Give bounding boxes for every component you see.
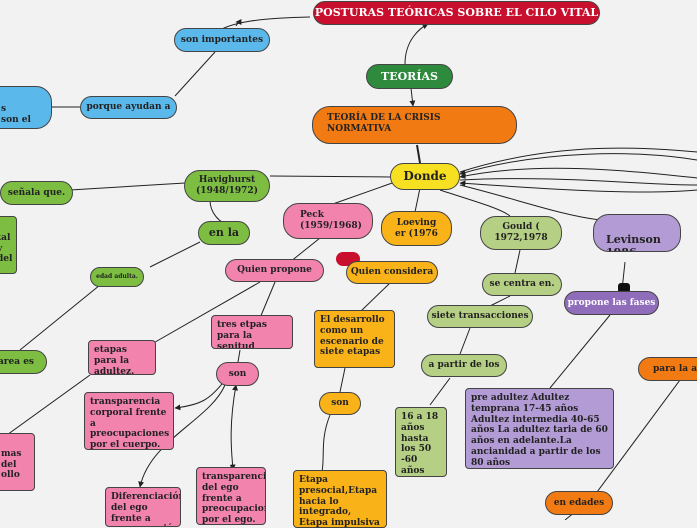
mas-del-text: mas del ollo: [1, 448, 22, 481]
havighurst-node[interactable]: Havighurst (1948/1972): [184, 170, 270, 202]
en-edades-node[interactable]: en edades: [545, 491, 613, 515]
quien-considera-node[interactable]: Quien considera: [346, 261, 438, 284]
edades-16-node[interactable]: 16 a 18 años hasta los 50 -60 años: [395, 407, 447, 477]
gould-node[interactable]: Gould ( 1972,1978: [480, 216, 562, 250]
peck-node[interactable]: Peck (1959/1968): [283, 203, 373, 239]
left-green-box[interactable]: tal y del: [0, 216, 17, 274]
gould-label: Gould ( 1972,1978: [494, 222, 548, 243]
loevinger-node[interactable]: Loeving er (1976: [381, 211, 452, 246]
mas-del-node[interactable]: mas del ollo: [0, 433, 35, 491]
transparencia-corporal-node[interactable]: transparencia corporal frente a preocupa…: [84, 392, 174, 450]
peck-label: Peck (1959/1968): [300, 210, 362, 231]
en-la-node[interactable]: en la: [198, 221, 250, 245]
siete-transacciones-node[interactable]: siete transacciones: [427, 305, 533, 328]
quien-propone-node[interactable]: Quien propone: [225, 259, 324, 282]
teorias-node[interactable]: TEORÍAS: [366, 64, 453, 89]
diferenciacion-node[interactable]: Diferenciación del ego frente a preocupa…: [105, 487, 181, 527]
levinson-label: Levinson 1986: [606, 233, 661, 251]
title-node[interactable]: POSTURAS TEÓRICAS SOBRE EL CILO VITAL: [313, 1, 600, 25]
porque-ayudan-node[interactable]: porque ayudan a: [80, 96, 177, 119]
transparencia-ego-node[interactable]: transparencia del ego frente a preocupac…: [196, 467, 266, 525]
son-gold-node[interactable]: son: [319, 392, 361, 415]
se-centra-node[interactable]: se centra en.: [482, 273, 562, 296]
edad-adulta-node[interactable]: edad adulta.: [90, 267, 144, 287]
son-pink-node[interactable]: son: [216, 362, 259, 386]
tres-etapas-node[interactable]: tres etpas para la senitud: [211, 315, 293, 349]
donde-node[interactable]: Donde: [390, 163, 460, 190]
teoria-crisis-node[interactable]: TEORÍA DE LA CRISIS NORMATIVA: [312, 106, 517, 144]
pre-adultez-node[interactable]: pre adultez Adultez temprana 17-45 años …: [465, 388, 614, 469]
senala-que-node[interactable]: señala que.: [0, 181, 73, 205]
desarrollo-node[interactable]: El desarrollo como un escenario de siete…: [314, 310, 395, 368]
levinson-node[interactable]: Levinson 1986: [593, 214, 681, 252]
para-la-ad-node[interactable]: para la ad: [638, 357, 697, 381]
etapa-presocial-node[interactable]: Etapa presocial,Etapa hacia lo integrado…: [293, 470, 387, 528]
propone-fases-node[interactable]: propone las fases: [564, 291, 659, 315]
left-blue-text: s son el: [1, 103, 31, 125]
left-blue-node[interactable]: s son el: [0, 86, 52, 129]
left-green-text: tal y del: [0, 232, 13, 265]
tarea-es-node[interactable]: tarea es: [0, 350, 47, 374]
etapas-adultez-node[interactable]: etapas para la adultez.: [88, 340, 156, 375]
havighurst-label: Havighurst (1948/1972): [196, 175, 258, 196]
loevinger-label: Loeving er (1976: [395, 217, 438, 239]
a-partir-node[interactable]: a partir de los: [421, 354, 507, 377]
son-importantes-node[interactable]: son importantes: [174, 28, 270, 52]
black-marker-icon: [618, 283, 630, 293]
